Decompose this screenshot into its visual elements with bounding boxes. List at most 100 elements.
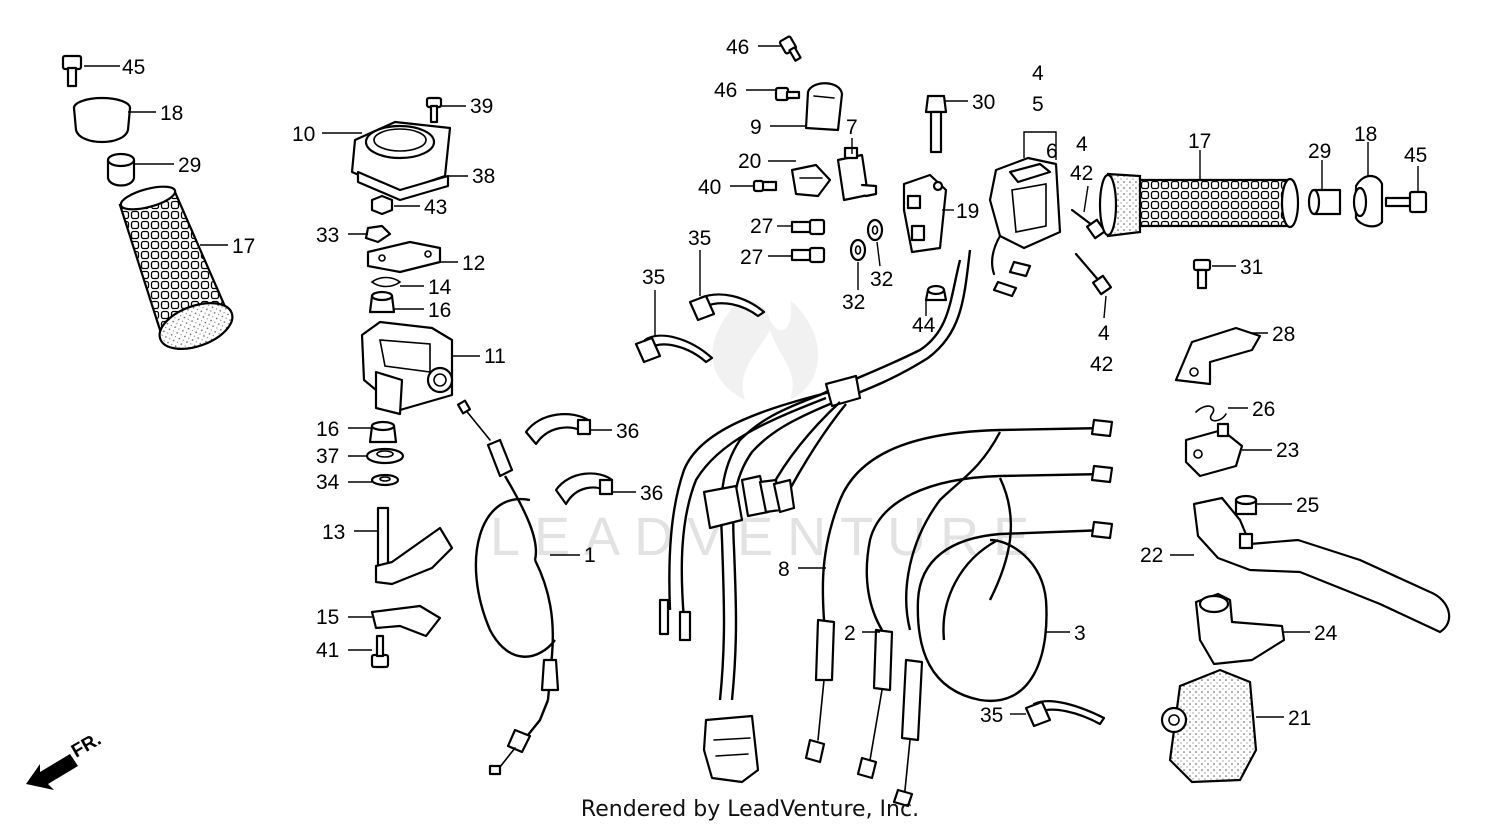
weight-18-right [1352, 174, 1384, 228]
washer-34 [370, 473, 400, 487]
callout-35-lower: 35 [980, 704, 1003, 727]
watermark-logo [712, 300, 819, 400]
bolt-41 [370, 634, 390, 669]
seal-16-top [368, 290, 396, 314]
callout-13: 13 [322, 521, 345, 544]
callout-42-upper: 42 [1070, 162, 1093, 185]
callout-3: 3 [1074, 622, 1086, 645]
bushing-25 [1234, 494, 1258, 516]
callout-46-top: 46 [726, 36, 749, 59]
seal-16-bottom [368, 420, 398, 444]
callout-11: 11 [484, 345, 506, 368]
callout-23: 23 [1276, 439, 1299, 462]
callout-1: 1 [584, 544, 596, 567]
screw-42-lower [1074, 252, 1113, 296]
callout-30: 30 [972, 91, 995, 114]
cable-2 [856, 464, 1114, 780]
screw-46-second [774, 86, 801, 102]
switch-7 [836, 146, 878, 202]
callout-7: 7 [846, 116, 858, 139]
callout-4-upper: 4 [1076, 133, 1088, 156]
plate-12 [366, 240, 442, 274]
callout-38: 38 [472, 165, 495, 188]
screw-42-upper [1070, 208, 1107, 240]
callout-labels: 45 18 29 17 39 10 38 43 33 12 14 16 11 1… [122, 36, 1427, 730]
switch-19 [902, 173, 948, 254]
screw-39 [425, 96, 443, 124]
cable-3 [892, 520, 1114, 808]
weight-18-left [72, 96, 132, 143]
callout-4-top: 4 [1032, 62, 1044, 85]
callout-36-upper: 36 [616, 420, 639, 443]
callout-42-lower: 42 [1090, 353, 1113, 376]
callout-41: 41 [316, 639, 339, 662]
callout-20: 20 [738, 150, 761, 173]
clamp-9 [804, 82, 844, 132]
callout-45-right: 45 [1404, 144, 1427, 167]
callout-27-lower: 27 [740, 246, 763, 269]
footer-credit: Rendered by LeadVenture, Inc. [580, 797, 920, 822]
callout-26: 26 [1252, 398, 1275, 421]
callout-28: 28 [1272, 323, 1295, 346]
throttle-housing-11 [360, 320, 454, 416]
band-35-lower [1024, 700, 1106, 728]
callout-10: 10 [292, 123, 315, 146]
callout-21: 21 [1288, 707, 1311, 730]
callout-40: 40 [698, 176, 721, 199]
callout-15: 15 [316, 606, 339, 629]
callout-32-left: 32 [842, 291, 865, 314]
screw-31 [1192, 258, 1212, 290]
callout-4-lower: 4 [1098, 322, 1110, 345]
screw-27-upper [790, 218, 826, 236]
housing-21 [1160, 668, 1258, 784]
spring-14 [370, 276, 402, 288]
callout-24: 24 [1314, 622, 1338, 645]
callout-31: 31 [1240, 256, 1263, 279]
callout-29-right: 29 [1308, 140, 1331, 163]
callout-18-left: 18 [160, 102, 183, 125]
switch-housing-4 [988, 156, 1062, 298]
screw-46-top [778, 35, 802, 62]
callout-44: 44 [912, 314, 936, 337]
perch-23 [1184, 422, 1244, 478]
callout-43: 43 [424, 196, 447, 219]
callout-22: 22 [1140, 544, 1163, 567]
band-35-left [634, 334, 714, 364]
callout-25: 25 [1296, 494, 1319, 517]
collar-29-left [106, 152, 136, 187]
callout-32-right: 32 [870, 268, 893, 291]
bracket-20 [790, 163, 832, 198]
wiring-harness [658, 249, 972, 784]
screw-27-lower [790, 246, 826, 264]
washer-33 [364, 224, 392, 244]
band-35-mid [688, 293, 766, 322]
callout-27-upper: 27 [750, 215, 773, 238]
callout-17-right: 17 [1188, 130, 1211, 153]
callout-19: 19 [956, 200, 979, 223]
callout-29-left: 29 [178, 154, 201, 177]
callout-17-left: 17 [232, 235, 255, 258]
clip-36-lower [554, 472, 614, 506]
callout-8: 8 [778, 558, 790, 581]
bolt-30 [924, 94, 948, 154]
clip-36-upper [524, 413, 592, 446]
throttle-cable-1 [456, 399, 560, 776]
screw-40 [752, 179, 778, 193]
bushing-37 [365, 447, 405, 465]
callout-2: 2 [844, 622, 856, 645]
bracket-28 [1174, 326, 1262, 386]
callout-9: 9 [750, 116, 762, 139]
callout-46-second: 46 [714, 79, 737, 102]
collar-29-right [1307, 188, 1342, 216]
callout-6: 6 [1046, 140, 1058, 163]
bolt-45-left [61, 54, 83, 88]
lever-22 [1192, 496, 1451, 634]
washer-32-left [849, 238, 867, 262]
callout-14: 14 [428, 276, 452, 299]
callout-34: 34 [316, 471, 340, 494]
callout-35-left: 35 [642, 266, 665, 289]
watermark-text: LEADVENTURE [490, 507, 1043, 567]
callout-16-top: 16 [428, 299, 451, 322]
